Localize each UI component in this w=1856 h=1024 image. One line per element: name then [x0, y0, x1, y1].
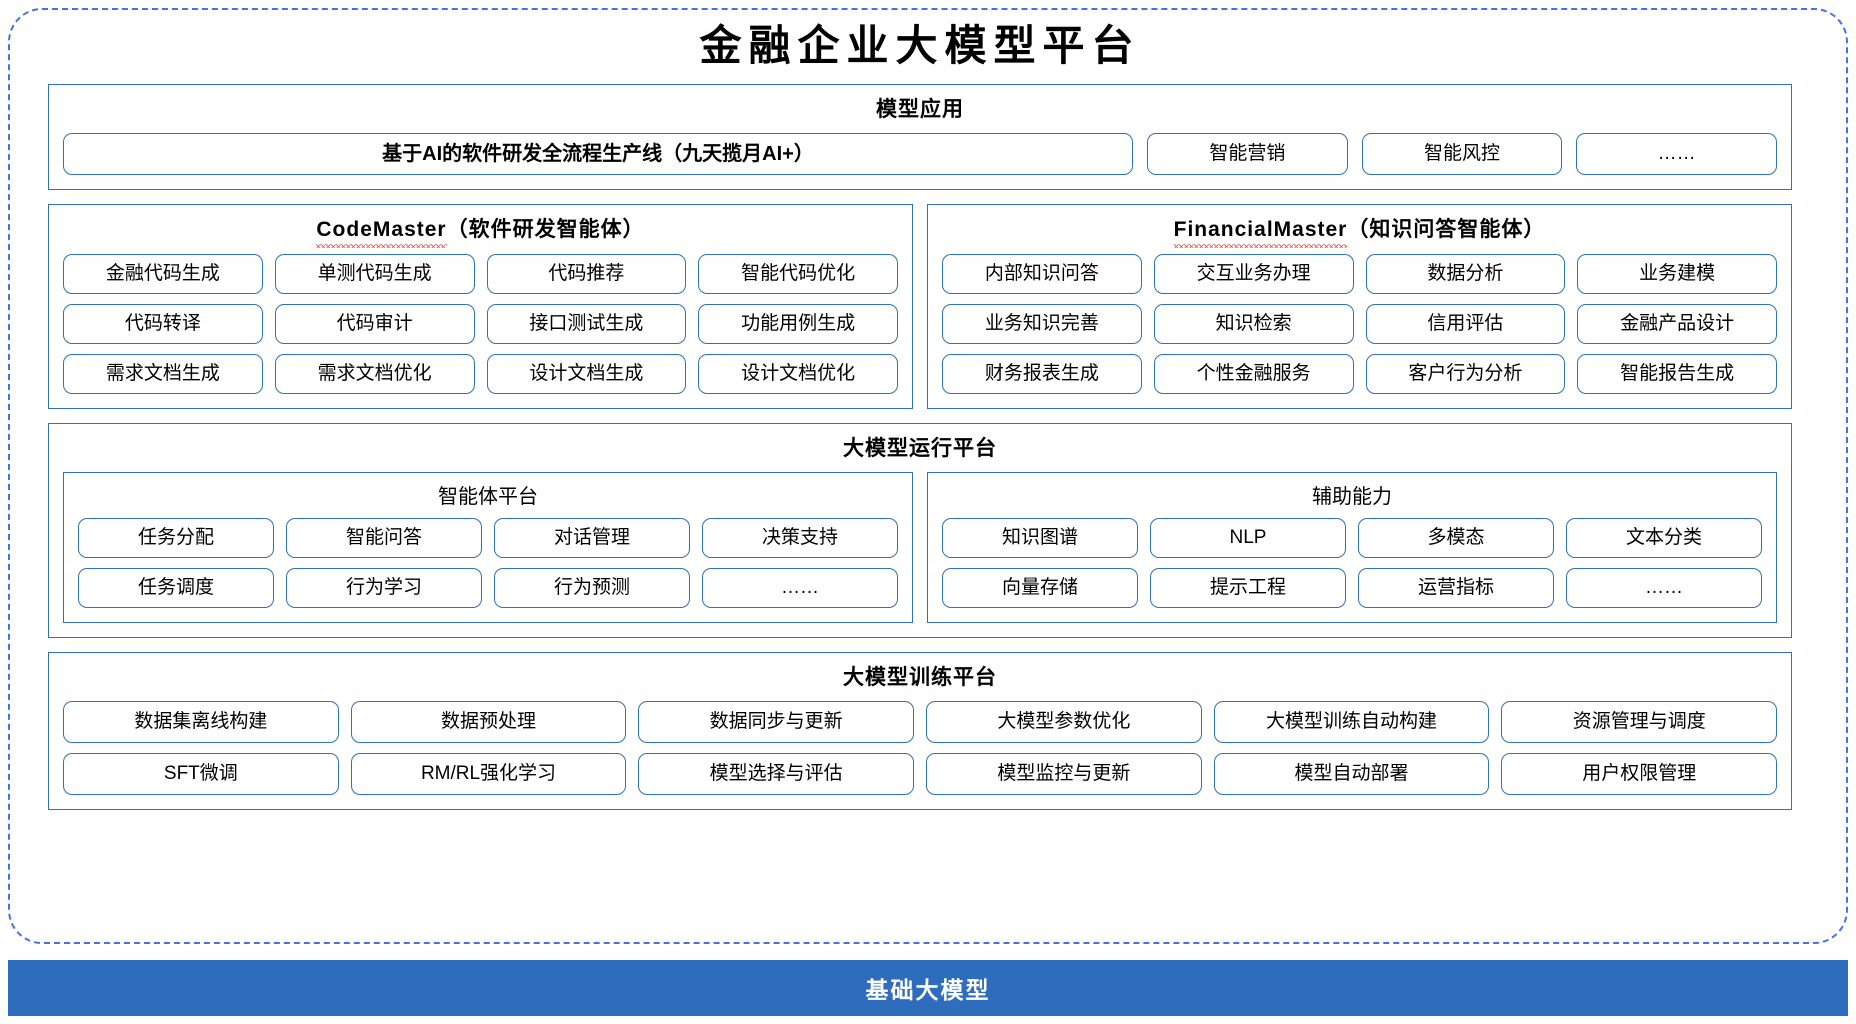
agent-platform-row-2: 任务调度 行为学习 行为预测 …… — [78, 567, 898, 608]
training-item-2-1[interactable]: SFT微调 — [63, 753, 339, 796]
financialmaster-item-1-4[interactable]: 业务建模 — [1577, 253, 1777, 294]
section-financialmaster: FinancialMaster（知识问答智能体） 内部知识问答 交互业务办理 数… — [927, 204, 1792, 409]
financialmaster-name-cn: （知识问答智能体） — [1347, 218, 1546, 242]
subpanel-title-agent-platform: 智能体平台 — [438, 485, 538, 508]
auxiliary-item-2-2[interactable]: 提示工程 — [1150, 567, 1346, 608]
section-runtime-platform: 大模型运行平台 智能体平台 任务分配 智能问答 对话管理 决策支持 任务调度 行… — [48, 422, 1792, 638]
financialmaster-name-en: FinancialMaster — [1173, 217, 1348, 248]
financialmaster-item-2-3[interactable]: 信用评估 — [1365, 303, 1566, 344]
training-item-1-3[interactable]: 数据同步与更新 — [638, 701, 915, 744]
agent-platform-item-2-4[interactable]: …… — [702, 567, 898, 608]
codemaster-item-2-1[interactable]: 代码转译 — [63, 303, 263, 344]
auxiliary-item-1-1[interactable]: 知识图谱 — [942, 517, 1138, 558]
subpanel-auxiliary-capability: 辅助能力 知识图谱 NLP 多模态 文本分类 向量存储 提示工程 运营指标 …… — [927, 471, 1777, 623]
financialmaster-item-3-1[interactable]: 财务报表生成 — [942, 353, 1142, 394]
auxiliary-row-1: 知识图谱 NLP 多模态 文本分类 — [942, 517, 1762, 558]
subpanel-title-auxiliary-capability: 辅助能力 — [1312, 485, 1392, 508]
section-title-financialmaster: FinancialMaster（知识问答智能体） — [942, 217, 1777, 248]
codemaster-item-1-3[interactable]: 代码推荐 — [486, 253, 687, 294]
financialmaster-item-2-2[interactable]: 知识检索 — [1153, 303, 1354, 344]
base-model-label: 基础大模型 — [865, 977, 991, 1003]
section-model-applications: 模型应用 基于AI的软件研发全流程生产线（九天揽月AI+） 智能营销 智能风控 … — [48, 84, 1792, 191]
section-training-platform: 大模型训练平台 数据集离线构建 数据预处理 数据同步与更新 大模型参数优化 大模… — [48, 651, 1792, 811]
agent-platform-item-2-1[interactable]: 任务调度 — [78, 567, 274, 608]
codemaster-row-1: 金融代码生成 单测代码生成 代码推荐 智能代码优化 — [63, 253, 898, 294]
app-pill-smart-marketing[interactable]: 智能营销 — [1147, 133, 1348, 176]
training-item-2-2[interactable]: RM/RL强化学习 — [350, 753, 627, 796]
agent-platform-item-1-2[interactable]: 智能问答 — [286, 517, 482, 558]
codemaster-row-3: 需求文档生成 需求文档优化 设计文档生成 设计文档优化 — [63, 353, 898, 394]
subpanel-agent-platform: 智能体平台 任务分配 智能问答 对话管理 决策支持 任务调度 行为学习 行为预测… — [63, 471, 913, 623]
financialmaster-item-3-2[interactable]: 个性金融服务 — [1153, 353, 1354, 394]
codemaster-item-2-3[interactable]: 接口测试生成 — [486, 303, 687, 344]
section-codemaster: CodeMaster（软件研发智能体） 金融代码生成 单测代码生成 代码推荐 智… — [48, 204, 913, 409]
app-pill-primary[interactable]: 基于AI的软件研发全流程生产线（九天揽月AI+） — [63, 133, 1133, 176]
training-item-2-5[interactable]: 模型自动部署 — [1213, 753, 1490, 796]
codemaster-item-3-4[interactable]: 设计文档优化 — [698, 353, 898, 394]
app-pill-more[interactable]: …… — [1576, 133, 1778, 176]
training-item-1-4[interactable]: 大模型参数优化 — [926, 701, 1202, 744]
financialmaster-item-3-4[interactable]: 智能报告生成 — [1577, 353, 1777, 394]
auxiliary-item-1-2[interactable]: NLP — [1150, 517, 1346, 558]
model-applications-row: 基于AI的软件研发全流程生产线（九天揽月AI+） 智能营销 智能风控 …… — [63, 133, 1778, 176]
training-item-1-5[interactable]: 大模型训练自动构建 — [1213, 701, 1490, 744]
section-title-model-applications: 模型应用 — [876, 98, 964, 122]
codemaster-item-1-2[interactable]: 单测代码生成 — [274, 253, 475, 294]
codemaster-item-2-4[interactable]: 功能用例生成 — [698, 303, 898, 344]
codemaster-item-3-2[interactable]: 需求文档优化 — [274, 353, 475, 394]
section-title-training-platform: 大模型训练平台 — [843, 665, 997, 689]
agents-row: CodeMaster（软件研发智能体） 金融代码生成 单测代码生成 代码推荐 智… — [48, 204, 1792, 409]
financialmaster-item-3-3[interactable]: 客户行为分析 — [1365, 353, 1566, 394]
diagram-content: 金融企业大模型平台 模型应用 基于AI的软件研发全流程生产线（九天揽月AI+） … — [48, 14, 1792, 914]
codemaster-name-en: CodeMaster — [316, 217, 447, 248]
agent-platform-item-2-2[interactable]: 行为学习 — [286, 567, 482, 608]
auxiliary-item-2-4[interactable]: …… — [1566, 567, 1762, 608]
auxiliary-item-1-4[interactable]: 文本分类 — [1566, 517, 1762, 558]
codemaster-item-3-1[interactable]: 需求文档生成 — [63, 353, 263, 394]
section-title-runtime-platform: 大模型运行平台 — [843, 436, 997, 460]
codemaster-item-3-3[interactable]: 设计文档生成 — [486, 353, 687, 394]
financialmaster-item-1-1[interactable]: 内部知识问答 — [942, 253, 1142, 294]
financialmaster-item-2-4[interactable]: 金融产品设计 — [1577, 303, 1777, 344]
financialmaster-item-1-3[interactable]: 数据分析 — [1365, 253, 1566, 294]
codemaster-name-cn: （软件研发智能体） — [446, 218, 645, 242]
runtime-columns: 智能体平台 任务分配 智能问答 对话管理 决策支持 任务调度 行为学习 行为预测… — [63, 471, 1777, 623]
financialmaster-row-2: 业务知识完善 知识检索 信用评估 金融产品设计 — [942, 303, 1777, 344]
agent-platform-row-1: 任务分配 智能问答 对话管理 决策支持 — [78, 517, 898, 558]
agent-platform-item-2-3[interactable]: 行为预测 — [494, 567, 690, 608]
agent-platform-item-1-4[interactable]: 决策支持 — [702, 517, 898, 558]
outer-dashed-frame — [8, 8, 1848, 944]
training-item-1-6[interactable]: 资源管理与调度 — [1501, 701, 1778, 744]
training-item-1-2[interactable]: 数据预处理 — [350, 701, 627, 744]
auxiliary-item-2-1[interactable]: 向量存储 — [942, 567, 1138, 608]
page-title: 金融企业大模型平台 — [699, 21, 1141, 70]
financialmaster-row-3: 财务报表生成 个性金融服务 客户行为分析 智能报告生成 — [942, 353, 1777, 394]
auxiliary-item-2-3[interactable]: 运营指标 — [1358, 567, 1554, 608]
codemaster-row-2: 代码转译 代码审计 接口测试生成 功能用例生成 — [63, 303, 898, 344]
agent-platform-item-1-3[interactable]: 对话管理 — [494, 517, 690, 558]
training-item-1-1[interactable]: 数据集离线构建 — [63, 701, 339, 744]
codemaster-item-1-1[interactable]: 金融代码生成 — [63, 253, 263, 294]
training-item-2-4[interactable]: 模型监控与更新 — [926, 753, 1202, 796]
financialmaster-item-2-1[interactable]: 业务知识完善 — [942, 303, 1142, 344]
base-model-bar: 基础大模型 — [8, 960, 1848, 1016]
agent-platform-item-1-1[interactable]: 任务分配 — [78, 517, 274, 558]
section-title-codemaster: CodeMaster（软件研发智能体） — [63, 217, 898, 248]
financialmaster-item-1-2[interactable]: 交互业务办理 — [1153, 253, 1354, 294]
financialmaster-row-1: 内部知识问答 交互业务办理 数据分析 业务建模 — [942, 253, 1777, 294]
training-item-2-3[interactable]: 模型选择与评估 — [638, 753, 915, 796]
training-row-1: 数据集离线构建 数据预处理 数据同步与更新 大模型参数优化 大模型训练自动构建 … — [63, 701, 1778, 744]
training-item-2-6[interactable]: 用户权限管理 — [1501, 753, 1778, 796]
app-pill-smart-risk-control[interactable]: 智能风控 — [1361, 133, 1563, 176]
training-row-2: SFT微调 RM/RL强化学习 模型选择与评估 模型监控与更新 模型自动部署 用… — [63, 753, 1778, 796]
codemaster-item-1-4[interactable]: 智能代码优化 — [698, 253, 898, 294]
auxiliary-row-2: 向量存储 提示工程 运营指标 …… — [942, 567, 1762, 608]
auxiliary-item-1-3[interactable]: 多模态 — [1358, 517, 1554, 558]
codemaster-item-2-2[interactable]: 代码审计 — [274, 303, 475, 344]
